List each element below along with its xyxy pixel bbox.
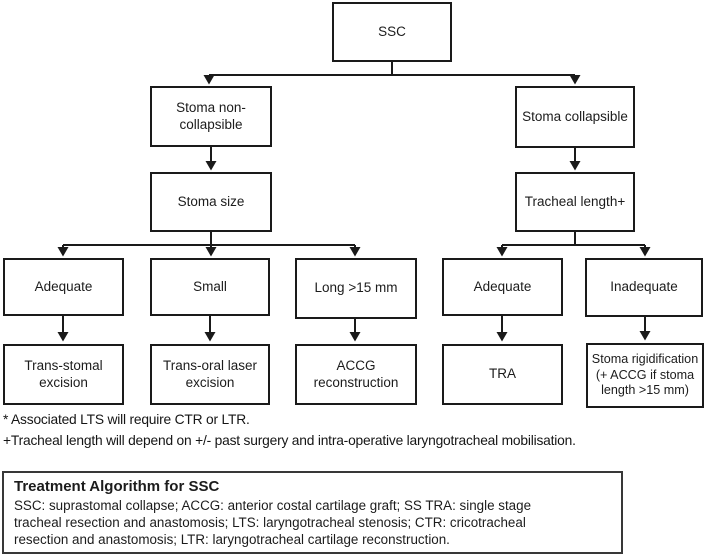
node-tra-label: TRA (489, 366, 516, 382)
node-accg-reconstruction-label: ACCG reconstruction (313, 358, 399, 390)
node-trans-stomal-excision-label: Trans-stomal excision (24, 358, 103, 390)
node-inadequate-label: Inadequate (610, 279, 678, 295)
node-small: Small (150, 258, 270, 316)
node-tracheal-length-label: Tracheal length+ (524, 193, 626, 209)
node-stoma-rigidification: Stoma rigidification (+ ACCG if stoma le… (586, 343, 704, 408)
node-stoma-rigidification-label: Stoma rigidification (+ ACCG if stoma le… (591, 352, 699, 398)
node-stoma-size-label: Stoma size (177, 193, 245, 209)
node-long-label: Long >15 mm (314, 280, 398, 296)
node-stoma-non-collapsible-label: Stoma non-collapsible (176, 100, 246, 132)
node-small-label: Small (193, 278, 227, 294)
node-inadequate: Inadequate (585, 258, 703, 317)
node-adequate-stoma: Adequate (3, 258, 124, 316)
node-adequate-tracheal: Adequate (442, 258, 563, 316)
legend-box: Treatment Algorithm for SSC SSC: suprast… (2, 471, 623, 554)
node-stoma-non-collapsible: Stoma non-collapsible (150, 86, 272, 147)
node-long: Long >15 mm (295, 258, 417, 319)
node-accg-reconstruction: ACCG reconstruction (295, 344, 417, 405)
node-tra: TRA (442, 344, 563, 405)
node-adequate-tracheal-label: Adequate (473, 278, 532, 294)
node-ssc-label: SSC (378, 23, 406, 39)
node-stoma-collapsible: Stoma collapsible (515, 86, 635, 148)
node-adequate-stoma-label: Adequate (34, 278, 93, 294)
node-trans-oral-laser-excision-label: Trans-oral laser excision (162, 358, 258, 390)
legend-title: Treatment Algorithm for SSC (14, 478, 220, 495)
legend-abbreviations: SSC: suprastomal collapse; ACCG: anterio… (14, 498, 532, 547)
node-tracheal-length: Tracheal length+ (515, 172, 635, 232)
footnote-lts: * Associated LTS will require CTR or LTR… (3, 412, 250, 427)
node-stoma-collapsible-label: Stoma collapsible (522, 108, 628, 124)
node-ssc: SSC (332, 2, 452, 62)
node-stoma-size: Stoma size (150, 172, 272, 232)
node-trans-oral-laser-excision: Trans-oral laser excision (150, 344, 270, 405)
node-trans-stomal-excision: Trans-stomal excision (3, 344, 124, 405)
footnote-tracheal-length: +Tracheal length will depend on +/- past… (3, 433, 576, 448)
